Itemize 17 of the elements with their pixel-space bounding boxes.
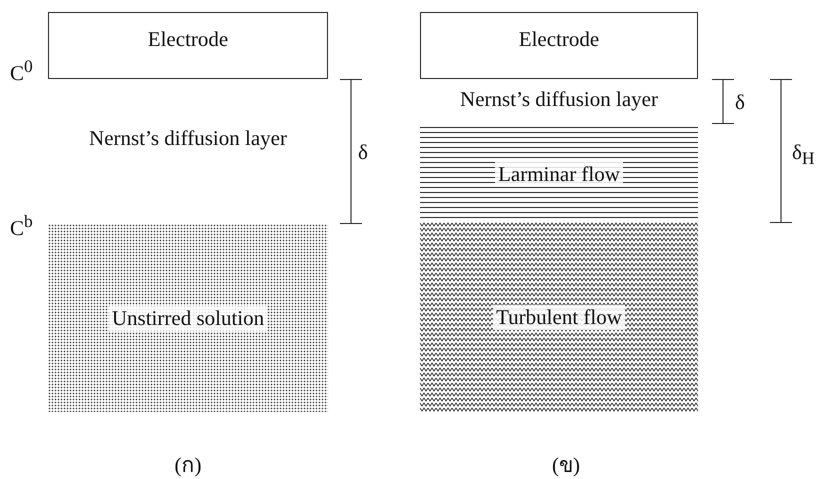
layer-label: Nernst’s diffusion layer — [89, 128, 287, 149]
concentration-label: C$^{0}$ — [10, 58, 33, 84]
panel-caption: (ก) — [174, 455, 202, 476]
thickness-symbol: δ — [735, 92, 745, 113]
region-label: Electrode — [146, 27, 230, 52]
region-label: Electrode — [518, 27, 600, 52]
electrode-box — [48, 12, 328, 79]
layer-label: Nernst’s diffusion layer — [460, 89, 658, 110]
thickness-symbol: δ — [358, 142, 368, 163]
region-label: Turbulent flow — [493, 304, 625, 330]
turbulent-flow-region — [420, 222, 698, 412]
concentration-label: C$^{b}$ — [10, 213, 33, 239]
electrode-box — [420, 12, 698, 79]
region-label: Unstirred solution — [108, 306, 268, 330]
thickness-symbol: δ$_{H}$ — [792, 142, 815, 168]
unstirred-solution-region — [48, 224, 328, 412]
panel-caption: (ข) — [552, 455, 580, 476]
